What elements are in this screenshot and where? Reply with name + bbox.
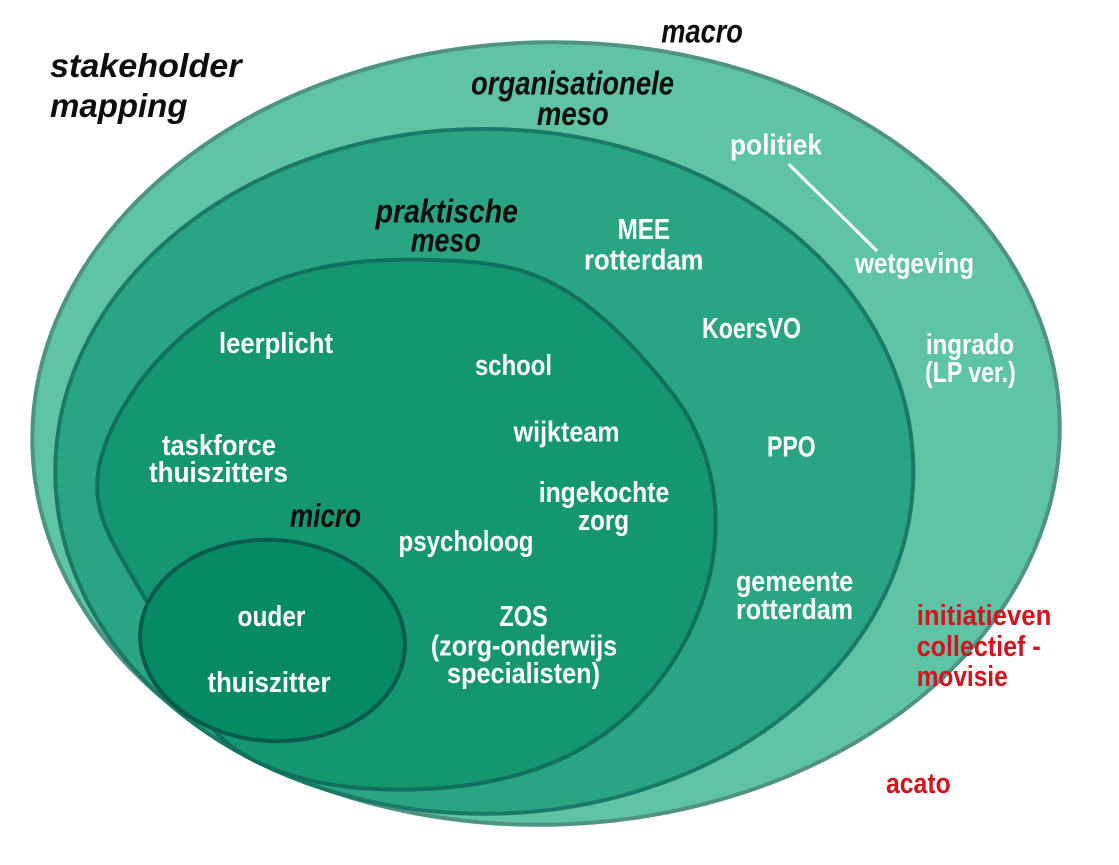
svg-text:KoersVO: KoersVO — [702, 313, 801, 345]
svg-text:ouder: ouder — [238, 601, 306, 633]
svg-text:zorg: zorg — [578, 505, 629, 537]
svg-text:rotterdam: rotterdam — [736, 594, 853, 626]
svg-text:acato: acato — [886, 768, 951, 800]
svg-text:meso: meso — [411, 222, 481, 259]
svg-text:ingekochte: ingekochte — [539, 477, 670, 509]
svg-text:mapping: mapping — [50, 87, 188, 124]
svg-text:rotterdam: rotterdam — [584, 245, 703, 277]
svg-text:macro: macro — [661, 13, 743, 50]
svg-text:initiatieven: initiatieven — [917, 600, 1052, 632]
svg-text:wetgeving: wetgeving — [854, 248, 974, 280]
svg-text:politiek: politiek — [730, 129, 823, 161]
svg-text:ZOS: ZOS — [499, 601, 547, 633]
svg-text:psycholoog: psycholoog — [399, 526, 534, 558]
svg-text:thuiszitters: thuiszitters — [149, 457, 288, 489]
svg-text:organisationele: organisationele — [471, 65, 674, 102]
svg-text:(zorg-onderwijs: (zorg-onderwijs — [431, 631, 617, 663]
svg-text:ingrado: ingrado — [926, 329, 1014, 361]
svg-text:collectief -: collectief - — [917, 631, 1041, 663]
svg-text:gemeente: gemeente — [736, 566, 853, 598]
svg-text:micro: micro — [290, 497, 361, 534]
svg-text:leerplicht: leerplicht — [219, 328, 333, 360]
svg-text:school: school — [475, 350, 552, 382]
svg-text:specialisten): specialisten) — [447, 658, 600, 690]
svg-text:PPO: PPO — [767, 431, 816, 463]
svg-text:taskforce: taskforce — [162, 430, 276, 462]
svg-text:thuiszitter: thuiszitter — [208, 667, 331, 699]
svg-text:wijkteam: wijkteam — [513, 416, 620, 448]
svg-text:MEE: MEE — [618, 214, 670, 246]
svg-text:stakeholder: stakeholder — [50, 47, 244, 84]
svg-text:praktische: praktische — [375, 193, 518, 230]
svg-text:movisie: movisie — [917, 661, 1008, 693]
svg-text:(LP ver.): (LP ver.) — [925, 357, 1016, 389]
svg-text:meso: meso — [537, 95, 609, 132]
